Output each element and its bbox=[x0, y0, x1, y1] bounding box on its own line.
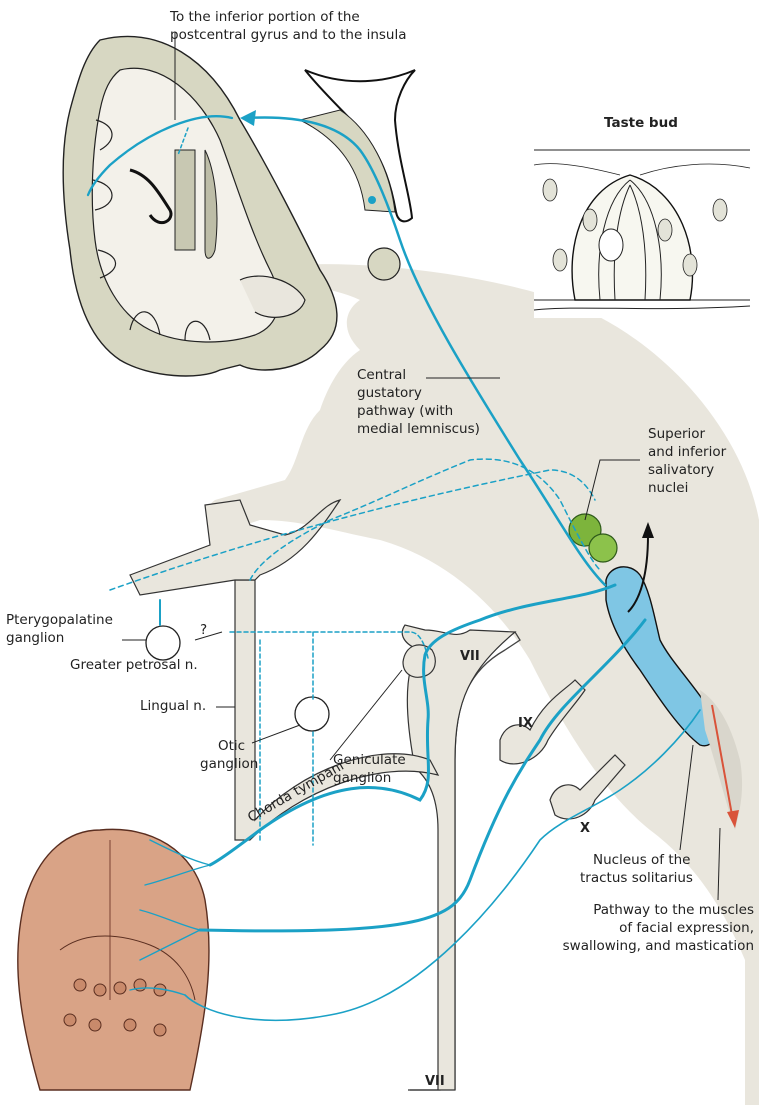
geniculate-ganglion bbox=[403, 645, 435, 677]
greater-petrosal-label: Greater petrosal n. bbox=[70, 657, 198, 674]
nucleus-solitarius-line1: Nucleus of the bbox=[593, 852, 690, 869]
central-gustatory-line2: gustatory bbox=[357, 385, 422, 402]
nerve-ix-label: IX bbox=[518, 715, 533, 732]
central-gustatory-line3: pathway (with bbox=[357, 403, 453, 420]
salivatory-line1: Superior bbox=[648, 426, 705, 443]
insula-label-line1: To the inferior portion of the bbox=[170, 9, 360, 26]
taste-bud-title: Taste bud bbox=[604, 115, 678, 132]
pterygopalatine-ganglion bbox=[146, 626, 180, 660]
central-gustatory-line1: Central bbox=[357, 367, 406, 384]
central-gustatory-line4: medial lemniscus) bbox=[357, 421, 480, 438]
lingual-nerve-label: Lingual n. bbox=[140, 698, 206, 715]
nucleus-solitarius-line2: tractus solitarius bbox=[580, 870, 693, 887]
salivatory-line3: salivatory bbox=[648, 462, 714, 479]
nerve-x-label: X bbox=[580, 820, 590, 837]
pathway-muscles-line3: swallowing, and mastication bbox=[563, 938, 754, 955]
salivatory-line4: nuclei bbox=[648, 480, 688, 497]
pathway-muscles-line1: Pathway to the muscles bbox=[593, 902, 754, 919]
otic-line2: ganglion bbox=[200, 756, 258, 773]
facial-nerve-body bbox=[402, 625, 515, 1090]
taste-bud-illustration bbox=[534, 138, 750, 318]
salivatory-line2: and inferior bbox=[648, 444, 726, 461]
pterygopalatine-line2: ganglion bbox=[6, 630, 64, 647]
pathway-muscles-line2: of facial expression, bbox=[619, 920, 754, 937]
question-mark: ? bbox=[200, 622, 207, 639]
tongue-illustration bbox=[18, 829, 209, 1090]
nerve-vii-top-label: VII bbox=[460, 648, 480, 665]
otic-line1: Otic bbox=[218, 738, 245, 755]
pterygopalatine-line1: Pterygopalatine bbox=[6, 612, 113, 629]
insula-label-line2: postcentral gyrus and to the insula bbox=[170, 27, 407, 44]
otic-ganglion bbox=[295, 697, 329, 731]
nerve-vii-bottom-label: VII bbox=[425, 1073, 445, 1090]
